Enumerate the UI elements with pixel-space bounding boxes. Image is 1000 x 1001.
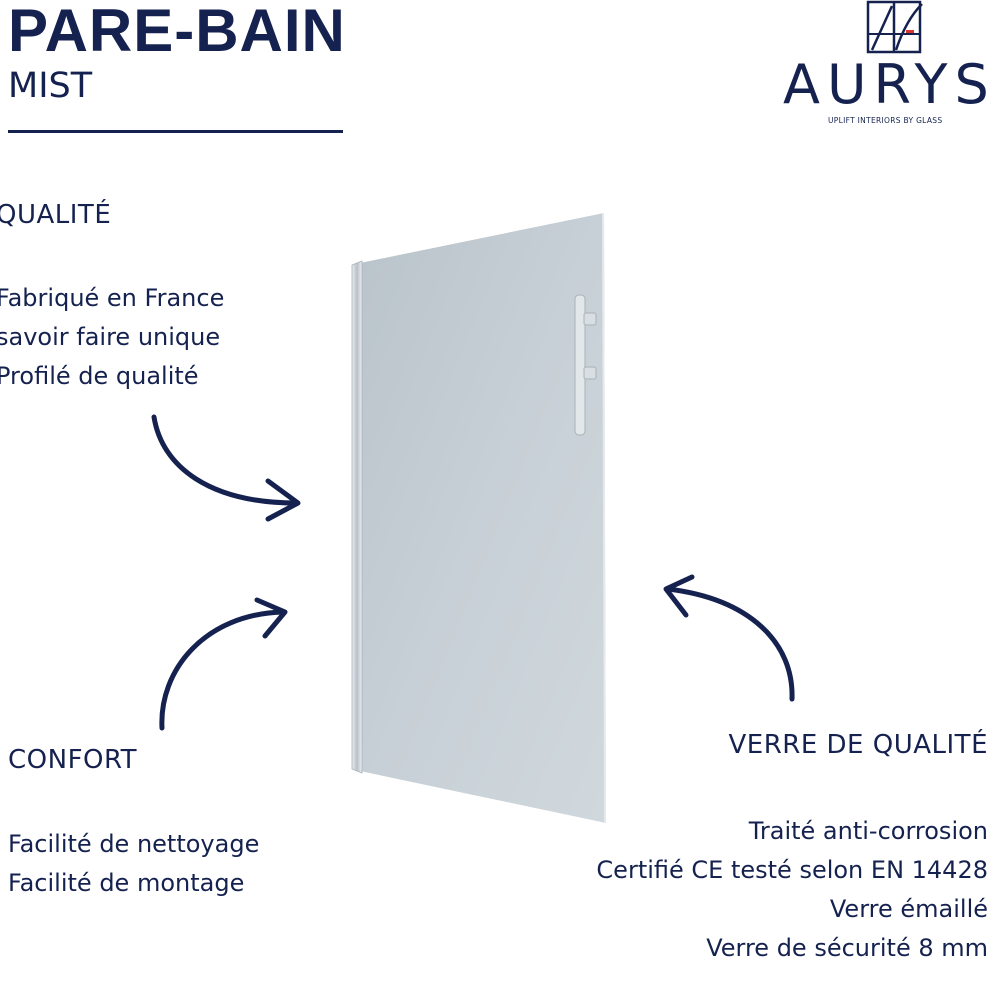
page-title: PARE-BAIN — [8, 0, 346, 64]
list-item: Verre émaillé — [829, 895, 988, 923]
arrow-confort-icon — [159, 597, 288, 731]
list-item: Facilité de montage — [8, 869, 245, 897]
aurys-logo-mark-icon — [866, 0, 923, 54]
wall-profile — [351, 260, 363, 774]
confort-heading: CONFORT — [8, 745, 138, 775]
glass-pane — [360, 213, 606, 823]
qualite-list: Fabriqué en France savoir faire unique P… — [0, 279, 224, 396]
arrow-qualite-icon — [151, 414, 301, 522]
brand-tagline: UPLIFT INTERIORS BY GLASS — [828, 116, 943, 125]
page-subtitle: MIST — [8, 66, 93, 106]
title-underline — [8, 130, 343, 133]
list-item: Profilé de qualité — [0, 362, 199, 390]
list-item: Facilité de nettoyage — [8, 830, 260, 858]
glass-panel-illustration — [351, 212, 606, 824]
verre-list: Traité anti-corrosion Certifié CE testé … — [596, 812, 988, 968]
list-item: Certifié CE testé selon EN 14428 — [596, 856, 988, 884]
stabilizer-bracket — [574, 294, 586, 436]
confort-list: Facilité de nettoyage Facilité de montag… — [8, 825, 259, 903]
verre-heading: VERRE DE QUALITÉ — [728, 730, 988, 760]
list-item: Fabriqué en France — [0, 284, 225, 312]
list-item: Verre de sécurité 8 mm — [706, 934, 988, 962]
list-item: savoir faire unique — [0, 323, 221, 351]
arrow-verre-icon — [663, 574, 795, 702]
brand-name: AURYS — [783, 53, 996, 116]
qualite-heading: QUALITÉ — [0, 200, 112, 230]
list-item: Traité anti-corrosion — [748, 817, 988, 845]
